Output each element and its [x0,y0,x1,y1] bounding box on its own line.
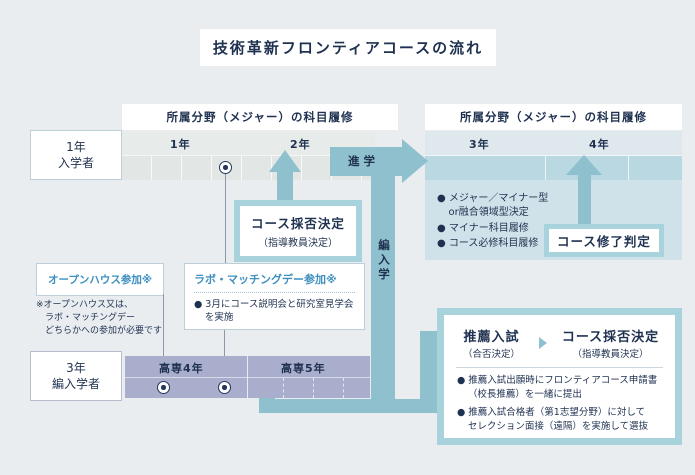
year-1-label: 1年 [170,138,191,151]
kosen-year5-label: 高専5年 [281,362,326,375]
course-activity-bullets: ● メジャー／マイナー型 or融合領域型決定 ● マイナー科目履修 ● コース必… [437,192,607,250]
connector-line-lab-to-band [224,330,225,381]
recommendation-flow-row: 推薦入試 （合否決定） コース採否決定 （指導教員決定） [444,326,675,360]
open-house-box: オープンハウス参加※ [36,263,164,296]
timeline-band-right [425,156,682,180]
timeline-dot [157,381,170,394]
activity-bullet: ● メジャー／マイナー型 or融合領域型決定 [437,193,549,218]
connector-line-top [225,174,226,263]
course-decision-step: コース採否決定 （指導教員決定） [550,326,672,360]
third-year-transfer-entrant-label: 3年 編入学者 [30,351,122,401]
recommendation-bullet: ● 推薦入試合格者（第1志望分野）に対して セレクション面接（遠隔）を実施して選… [457,407,649,432]
lab-matching-title: ラボ・マッチングデー参加※ [194,273,337,286]
quarter-separator [628,156,629,180]
kosen-quarter-dash [283,378,284,398]
recommendation-exam-step: 推薦入試 （合否決定） [448,326,536,360]
major-courses-header-right: 所属分野（メジャー）の科目履修 [425,104,682,130]
lab-matching-box: ラボ・マッチングデー参加※ ● 3月にコース説明会と研究室見学会 を実施 [184,263,365,330]
kosen-quarter-dash [343,378,344,398]
timeline-year-row-left [122,131,375,156]
first-year-entrant-line1: 1年 [66,140,86,154]
hennyugaku-label: 編入学 [377,239,391,283]
flow-arrow-icon [538,337,547,349]
timeline-dot [218,381,231,394]
dotted-divider [194,292,355,293]
year-2-label: 2年 [290,138,311,151]
recommendation-bullet: ● 推薦入試出願時にフロンティアコース申請書 （校長推薦）を一緒に提出 [457,375,658,400]
course-decision-arrow-shaft [277,170,293,202]
course-decision-arrow-head-icon [269,150,301,172]
course-decision-box: コース採否決定 （指導教員決定） [234,200,362,262]
diagram-title: 技術革新フロンティアコースの流れ [212,39,484,57]
year-4-label: 4年 [589,138,610,151]
course-completion-title: コース修了判定 [557,234,651,249]
kosen-quarter-dash [313,378,314,398]
reco-course-decision-sub: （指導教員決定） [572,349,649,360]
activity-bullet: ● コース必修科目履修 [437,237,539,249]
major-courses-header-left: 所属分野（メジャー）の科目履修 [122,104,398,130]
major-courses-header-right-text: 所属分野（メジャー）の科目履修 [460,110,647,124]
first-year-entrant-line2: 入学者 [57,156,94,170]
course-completion-arrow-head-icon [566,155,602,175]
year-3-label: 3年 [469,138,490,151]
activity-bullet: ● マイナー科目履修 [437,223,529,234]
recommendation-exam-sub: （合否決定） [462,349,520,360]
kosen-year4-label: 高専4年 [159,362,204,375]
recommendation-bullets: ● 推薦入試出願時にフロンティアコース申請書 （校長推薦）を一緒に提出 ● 推薦… [444,374,675,433]
kosen-year-separator [247,356,248,398]
recommendation-divider [456,367,663,368]
timeline-year-row-right [425,131,682,156]
recommendation-connector-vertical [420,331,438,413]
open-house-title: オープンハウス参加※ [47,274,153,286]
course-completion-box: コース修了判定 [544,224,664,257]
shingaku-arrow-head-icon [402,139,428,183]
transfer-entrant-line2: 編入学者 [51,377,100,391]
hennyugaku-band [371,175,395,407]
course-completion-arrow-shaft [578,173,591,225]
lab-matching-bullet: ● 3月にコース説明会と研究室見学会 を実施 [194,299,354,323]
recommendation-exam-box: 推薦入試 （合否決定） コース採否決定 （指導教員決定） ● 推薦入試出願時にフ… [437,308,682,445]
major-courses-header-left-text: 所属分野（メジャー）の科目履修 [166,110,354,124]
shingaku-arrow-shaft [330,147,403,176]
recommendation-connector-horizontal [259,399,439,413]
reco-course-decision-title: コース採否決定 [561,330,660,345]
connector-line-openhouse-to-band [163,294,164,381]
recommendation-exam-title: 推薦入試 [463,330,520,345]
course-decision-subtitle: （指導教員決定） [258,238,338,249]
course-decision-title: コース採否決定 [251,216,345,231]
timeline-dot [219,161,232,174]
diagram-title-box: 技術革新フロンティアコースの流れ [200,29,496,66]
shingaku-label: 進学 [348,154,379,168]
first-year-entrant-label: 1年 入学者 [30,130,122,180]
open-house-footnote: ※オープンハウス又は、 ラボ・マッチングデー どちらかへの参加が必要です [36,300,163,336]
quarter-separator [545,156,546,180]
transfer-entrant-line1: 3年 [66,361,86,375]
